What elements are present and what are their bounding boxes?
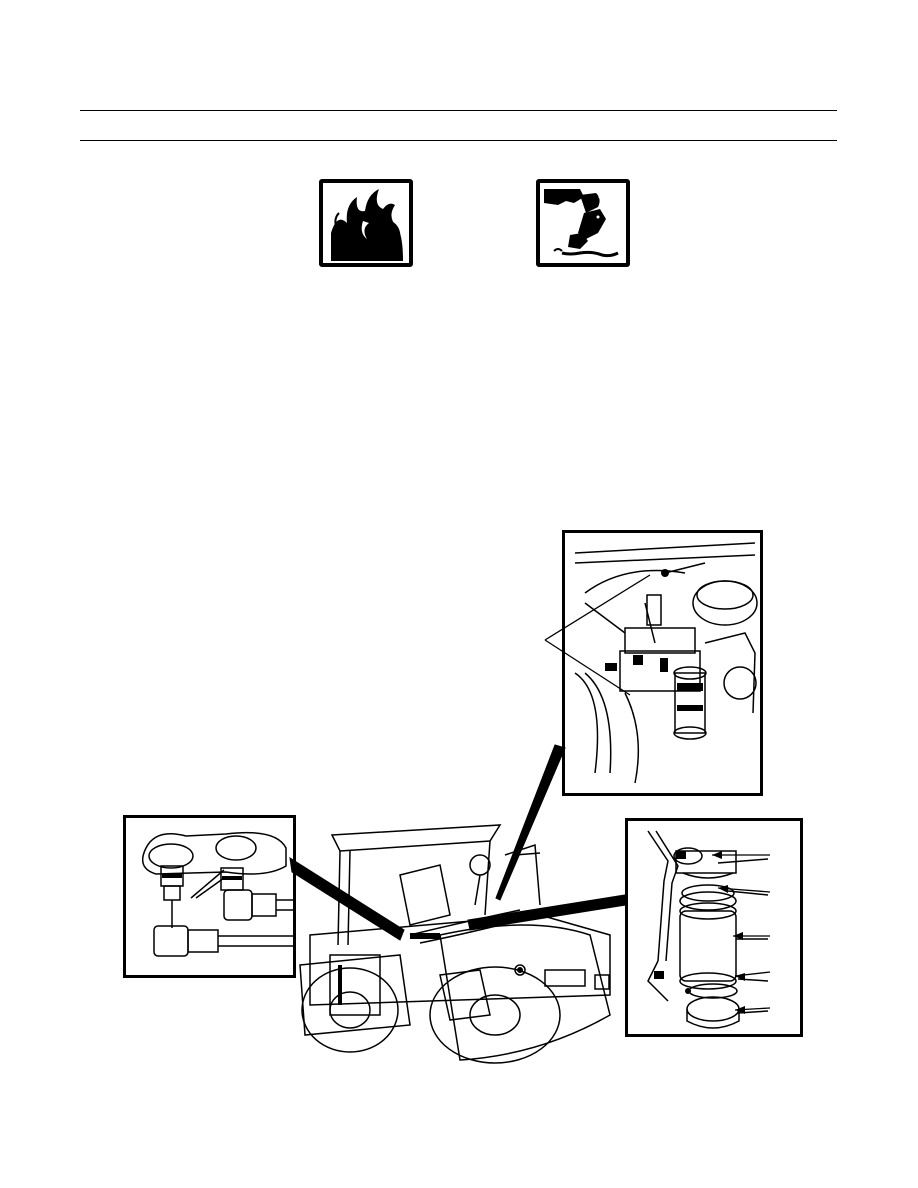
valve-block-detail (562, 530, 763, 796)
header-rule-bottom (80, 140, 837, 141)
header-rule-top (80, 110, 837, 111)
hydraulic-fitting-detail (123, 815, 296, 978)
hot-fluid-burn-warning-icon (536, 179, 630, 267)
filter-assembly-detail (625, 818, 803, 1037)
fire-warning-icon (319, 179, 413, 267)
roller-machine-illustration (290, 815, 625, 1065)
